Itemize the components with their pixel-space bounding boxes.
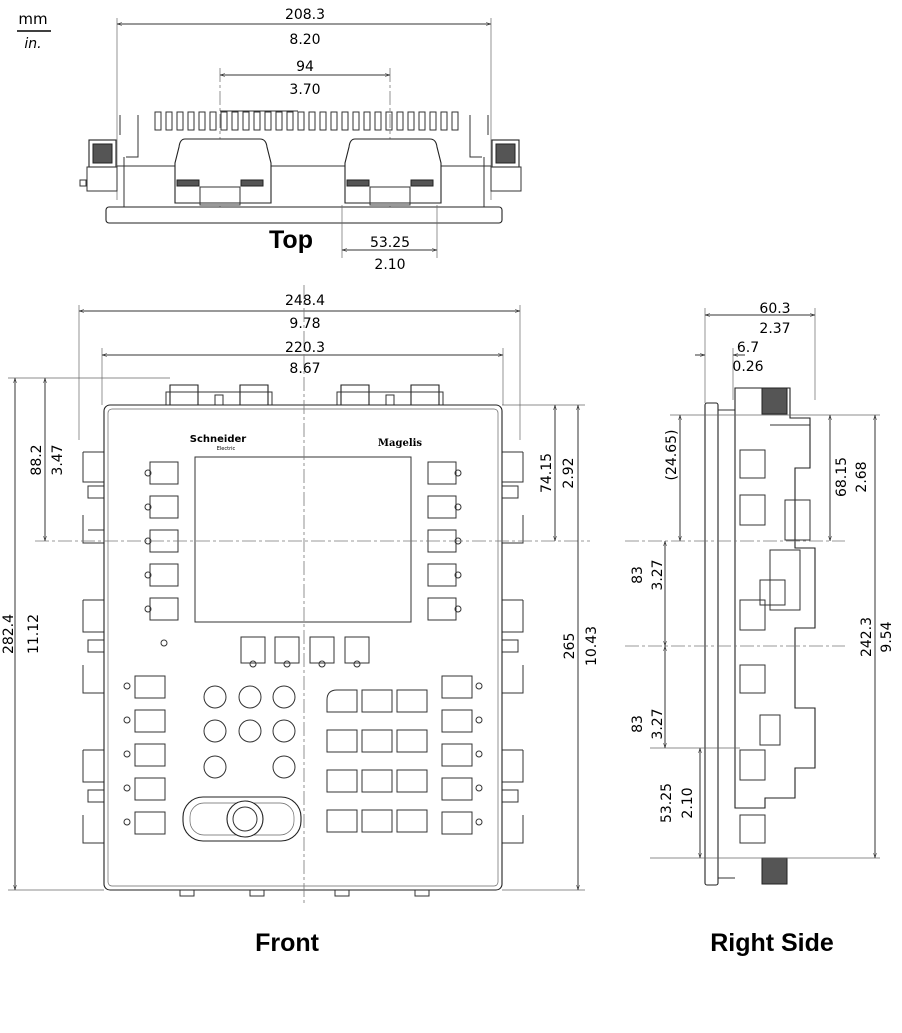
dim-side-top-center-mm: 68.15 xyxy=(834,457,850,497)
dim-top-connectors-mm: 94 xyxy=(296,59,314,75)
dim-side-pitch1-mm: 83 xyxy=(630,566,646,584)
dim-panel-top-center-mm: 74.15 xyxy=(539,453,555,493)
dim-front-width-mm: 248.4 xyxy=(285,293,325,309)
top-latch-left xyxy=(79,139,118,192)
dim-side-bezel-mm: 6.7 xyxy=(737,340,759,356)
unit-in: in. xyxy=(24,36,41,52)
logo-electric: Electric xyxy=(217,446,236,452)
dim-side-pitch2-mm: 83 xyxy=(630,715,646,733)
dim-top-overall-mm: 208.3 xyxy=(285,7,325,23)
view-label-front: Front xyxy=(255,929,320,957)
top-latch-right xyxy=(490,139,522,192)
dim-side-height-mm: 242.3 xyxy=(859,617,875,657)
front-panel xyxy=(103,404,503,891)
front-top-connectors xyxy=(165,384,444,406)
unit-mm: mm xyxy=(18,10,47,28)
dim-side-bezel-in: 0.26 xyxy=(732,359,763,375)
dim-side-height-in: 9.54 xyxy=(879,621,895,652)
dim-side-pitch2-in: 3.27 xyxy=(650,708,666,739)
top-bezel xyxy=(105,206,503,224)
dim-side-pitch1-in: 3.27 xyxy=(650,559,666,590)
keypad xyxy=(326,689,428,833)
soft-keys xyxy=(240,636,370,668)
keys-left-column xyxy=(123,675,166,835)
dim-panel-height-mm: 265 xyxy=(562,633,578,660)
dim-side-depth-mm: 60.3 xyxy=(759,301,790,317)
dim-top-overall-in: 8.20 xyxy=(289,32,320,48)
round-keys xyxy=(203,685,296,779)
front-view: 248.4 9.78 220.3 8.67 Schneider Electric xyxy=(1,285,600,957)
dim-panel-width-mm: 220.3 xyxy=(285,340,325,356)
top-connector-right xyxy=(344,138,442,206)
units-legend: mm in. xyxy=(17,10,51,52)
dim-panel-width-in: 8.67 xyxy=(289,361,320,377)
joystick xyxy=(182,796,302,842)
dim-side-ref-mm: (24.65) xyxy=(664,429,680,480)
dim-front-height-in: 11.12 xyxy=(26,614,42,654)
dim-front-height-mm: 282.4 xyxy=(1,614,17,654)
front-side-connectors xyxy=(82,451,524,844)
view-label-top: Top xyxy=(269,226,313,254)
logo-schneider: Schneider xyxy=(190,434,247,445)
vent-slots xyxy=(119,111,489,158)
right-side-view: 60.3 2.37 6.7 0.26 (24.65) 83 3.27 83 3.… xyxy=(625,301,895,957)
dim-front-top-center-in: 3.47 xyxy=(50,444,66,475)
side-bezel xyxy=(704,402,719,886)
dim-top-connectors-in: 3.70 xyxy=(289,82,320,98)
dim-side-top-center-in: 2.68 xyxy=(854,461,870,492)
function-keys-left xyxy=(144,461,179,621)
dim-side-bottom-in: 2.10 xyxy=(680,787,696,818)
dim-top-offset-mm: 53.25 xyxy=(370,235,410,251)
dim-side-depth-in: 2.37 xyxy=(759,321,790,337)
logo-magelis: Magelis xyxy=(378,438,423,449)
top-connector-left xyxy=(174,138,272,206)
dim-panel-height-in: 10.43 xyxy=(584,626,600,666)
function-keys-right xyxy=(427,461,462,621)
dim-panel-top-center-in: 2.92 xyxy=(561,457,577,488)
side-body xyxy=(734,387,816,885)
display-screen xyxy=(194,456,412,623)
dim-side-bottom-mm: 53.25 xyxy=(659,783,675,823)
dim-front-width-in: 9.78 xyxy=(289,316,320,332)
dim-front-top-center-mm: 88.2 xyxy=(29,444,45,475)
view-label-right-side: Right Side xyxy=(710,929,834,957)
top-view: 208.3 8.20 94 3.70 xyxy=(79,7,522,273)
keys-right-column xyxy=(441,675,483,835)
dim-top-offset-in: 2.10 xyxy=(374,257,405,273)
